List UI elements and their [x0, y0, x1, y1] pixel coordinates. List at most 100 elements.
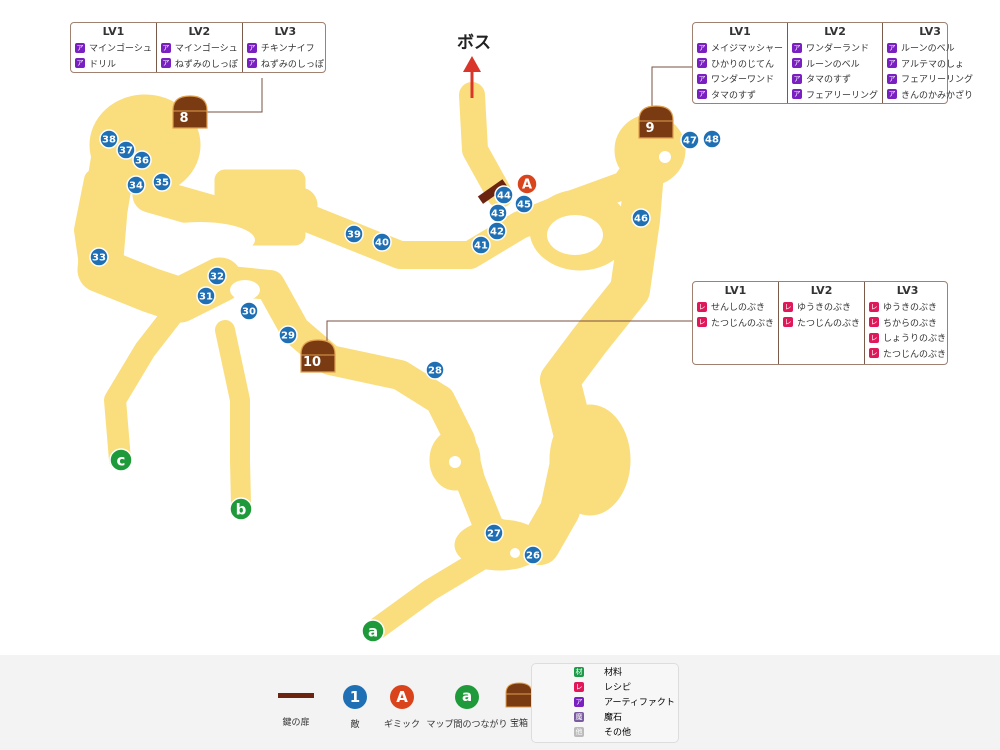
category-entry: レレシピ	[574, 679, 678, 694]
enemy-marker[interactable]: 40	[372, 232, 392, 252]
enemy-number: 27	[487, 529, 501, 540]
enemy-number: 42	[490, 227, 504, 238]
item-entry: アねずみのしっぽ	[246, 56, 324, 72]
map-link-marker[interactable]: a	[361, 619, 385, 643]
artifact-icon: ア	[75, 42, 85, 53]
locked-door[interactable]	[477, 179, 508, 204]
gimmick-marker[interactable]: A	[516, 173, 538, 195]
enemy-marker[interactable]: 30	[239, 301, 259, 321]
enemy-marker[interactable]: 41	[471, 235, 491, 255]
artifact-icon: ア	[792, 58, 803, 69]
chest-number: 9	[645, 121, 654, 136]
item-name: たつじんのぶき	[711, 318, 775, 329]
artifact-icon: ア	[697, 73, 707, 84]
artifact-icon: ア	[697, 58, 707, 69]
enemy-marker[interactable]: 44	[494, 185, 514, 205]
item-entry: レしょうりのぶき	[869, 330, 946, 346]
enemy-marker[interactable]: 42	[487, 221, 507, 241]
enemy-marker[interactable]: 28	[425, 360, 445, 380]
category-label: レシピ	[604, 683, 632, 693]
enemy-marker[interactable]: 46	[631, 208, 651, 228]
enemy-marker[interactable]: 32	[207, 266, 227, 286]
map-link-number: a	[368, 622, 378, 640]
enemy-icon	[680, 130, 700, 150]
enemy-icon	[89, 247, 109, 267]
item-name: チキンナイフ	[260, 44, 315, 55]
item-entry: アチキンナイフ	[246, 40, 324, 56]
enemy-icon	[494, 185, 514, 205]
gimmick-icon	[516, 173, 538, 195]
enemy-icon	[484, 523, 504, 543]
enemy-marker[interactable]: 43	[488, 203, 508, 223]
treasure-chest[interactable]: 9	[638, 105, 674, 139]
enemy-icon	[702, 129, 722, 149]
item-entry: アきんのかみかざり	[887, 87, 973, 103]
enemy-number: 32	[210, 272, 224, 283]
artifact-icon: ア	[697, 42, 707, 53]
recipe-icon: レ	[869, 332, 880, 343]
treasure-chest[interactable]: 8	[172, 95, 208, 129]
enemy-marker[interactable]: 36	[132, 150, 152, 170]
enemy-marker[interactable]: 34	[126, 175, 146, 195]
enemy-marker[interactable]: 39	[344, 224, 364, 244]
item-name: ねずみのしっぽ	[174, 59, 238, 70]
map-link-marker[interactable]: b	[229, 497, 253, 521]
map-link-marker[interactable]: c	[109, 448, 133, 472]
artifact-icon: ア	[887, 89, 898, 100]
legend-enemy: 1 敵	[335, 685, 375, 730]
enemy-number: 26	[526, 551, 540, 562]
legend-link-label: マップ間のつながり	[426, 720, 508, 730]
artifact-icon: ア	[792, 89, 803, 100]
item-name: マインゴーシュ	[174, 44, 238, 55]
level-header: LV2	[824, 25, 846, 38]
item-entry: レゆうきのぶき	[869, 299, 946, 315]
artifact-icon: ア	[887, 58, 898, 69]
enemy-icon	[116, 140, 136, 160]
category-entry: アアーティファクト	[574, 694, 678, 709]
item-entry: アフェアリーリング	[887, 71, 973, 87]
map-link-icon	[229, 497, 253, 521]
legend-chest-label: 宝箱	[510, 719, 529, 729]
treasure-chest[interactable]: 10	[300, 339, 336, 373]
enemy-marker[interactable]: 35	[152, 172, 172, 192]
level-header: LV2	[810, 284, 833, 297]
enemy-marker[interactable]: 47	[680, 130, 700, 150]
enemy-marker[interactable]: 48	[702, 129, 722, 149]
category-entry: 材材料	[574, 664, 678, 679]
enemy-marker[interactable]: 31	[196, 286, 216, 306]
item-name: ワンダーランド	[806, 44, 870, 55]
enemy-number: 47	[683, 136, 697, 147]
level-header: LV1	[724, 284, 747, 297]
artifact-icon: ア	[75, 58, 85, 69]
enemy-marker[interactable]: 38	[99, 129, 119, 149]
enemy-number: 38	[102, 135, 116, 146]
enemy-marker[interactable]: 37	[116, 140, 136, 160]
enemy-number: 34	[129, 181, 143, 192]
item-name: フェアリーリング	[901, 75, 974, 86]
legend-door: 鍵の扉	[270, 693, 322, 728]
item-entry: アドリル	[75, 56, 152, 72]
chest-icon	[172, 95, 208, 129]
enemy-marker[interactable]: 27	[484, 523, 504, 543]
legend-enemy-label: 敵	[350, 720, 360, 730]
level-header: LV1	[729, 25, 751, 38]
enemy-marker[interactable]: 45	[514, 194, 534, 214]
legend-chest: 宝箱	[505, 681, 533, 729]
enemy-number: 44	[497, 191, 511, 202]
enemy-marker[interactable]: 29	[278, 325, 298, 345]
enemy-icon	[514, 194, 534, 214]
chest-icon	[638, 105, 674, 139]
enemy-marker[interactable]: 33	[89, 247, 109, 267]
recipe-icon: レ	[783, 301, 794, 312]
category-label: アーティファクト	[604, 698, 675, 708]
enemy-number: 28	[428, 366, 442, 377]
enemy-marker[interactable]: 26	[523, 545, 543, 565]
enemy-icon	[631, 208, 651, 228]
enemy-icon	[207, 266, 227, 286]
